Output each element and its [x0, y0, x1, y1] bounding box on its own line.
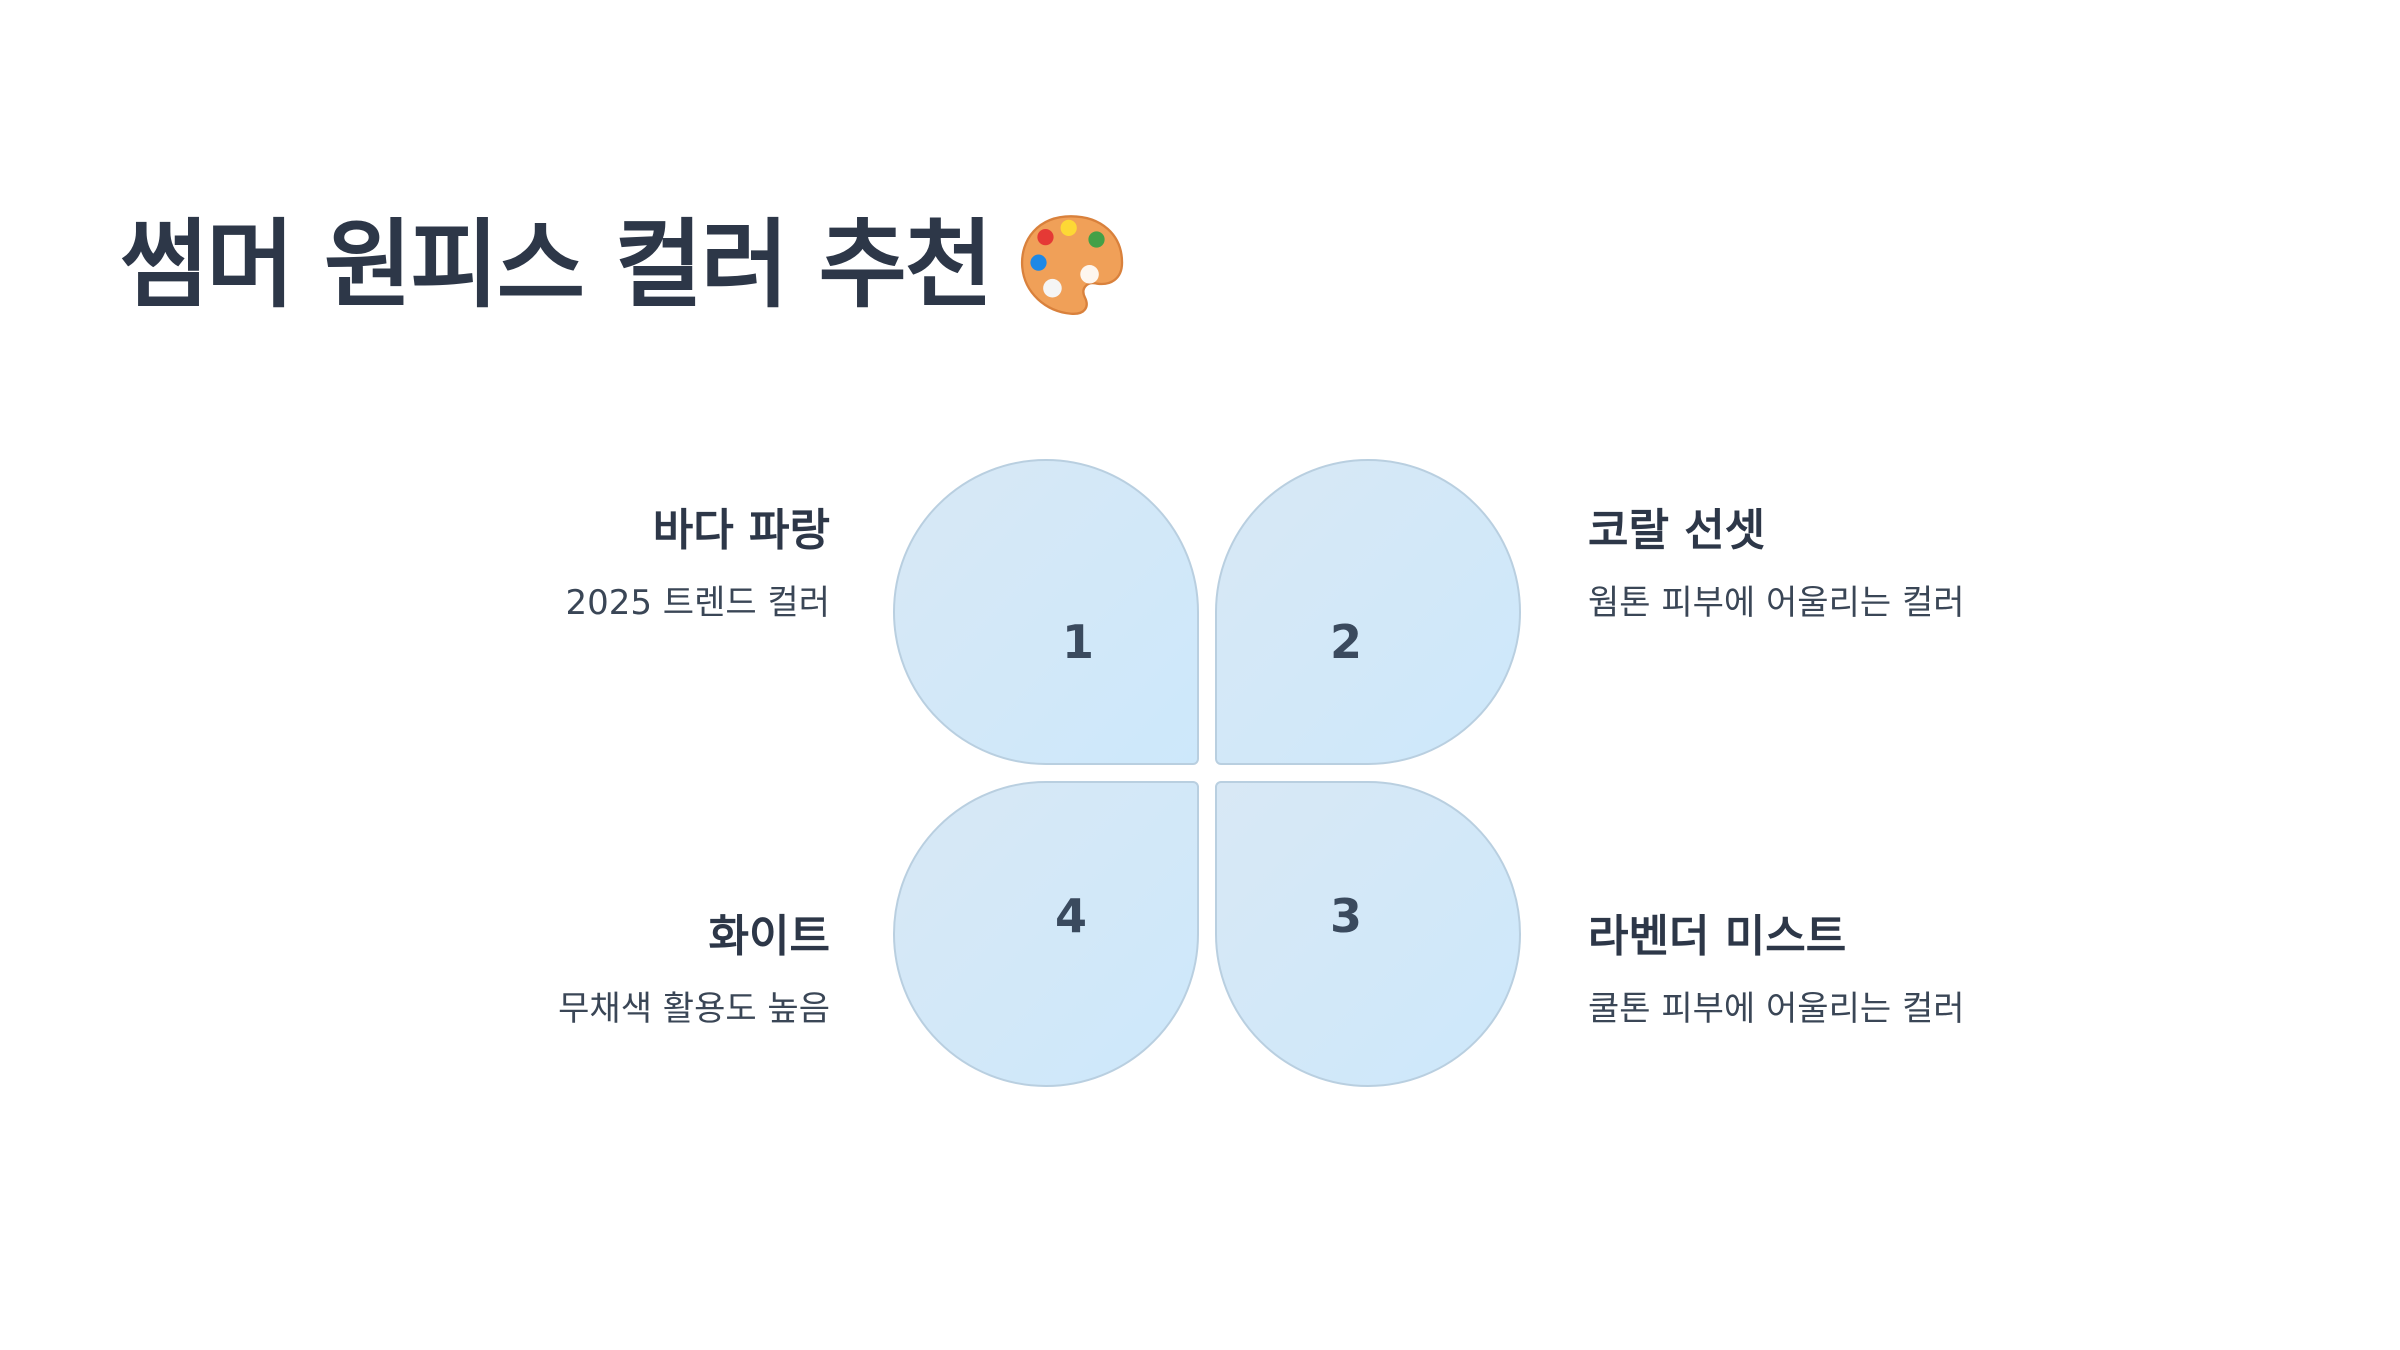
petal-number: 3 [1330, 889, 1363, 943]
item-title: 코랄 선셋 [1588, 505, 1766, 556]
item-title: 라벤더 미스트 [1588, 911, 1847, 962]
item-title: 화이트 [708, 911, 830, 962]
item-title: 바다 파랑 [652, 505, 830, 556]
petal-3: 3 [1215, 781, 1521, 1087]
petal-4: 4 [893, 781, 1199, 1087]
slide-title-text: 썸머 원피스 컬러 추천 [120, 209, 993, 321]
item-description: 쿨톤 피부에 어울리는 컬러 [1588, 989, 1965, 1029]
slide-title: 썸머 원피스 컬러 추천 [120, 200, 1129, 330]
item-label-3: 라벤더 미스트 쿨톤 피부에 어울리는 컬러 [1588, 908, 2108, 1032]
petal-number: 2 [1330, 615, 1363, 669]
petal-2: 2 [1215, 459, 1521, 765]
petal-number: 1 [1062, 615, 1095, 669]
item-label-2: 코랄 선셋 웜톤 피부에 어울리는 컬러 [1588, 502, 2108, 626]
petal-1: 1 [893, 459, 1199, 765]
item-description: 무채색 활용도 높음 [558, 989, 830, 1029]
artist-palette-icon [1013, 207, 1129, 323]
item-description: 웜톤 피부에 어울리는 컬러 [1588, 583, 1965, 623]
item-description: 2025 트렌드 컬러 [565, 583, 830, 623]
petal-number: 4 [1055, 889, 1088, 943]
item-label-1: 바다 파랑 2025 트렌드 컬러 [310, 502, 830, 626]
item-label-4: 화이트 무채색 활용도 높음 [310, 908, 830, 1032]
